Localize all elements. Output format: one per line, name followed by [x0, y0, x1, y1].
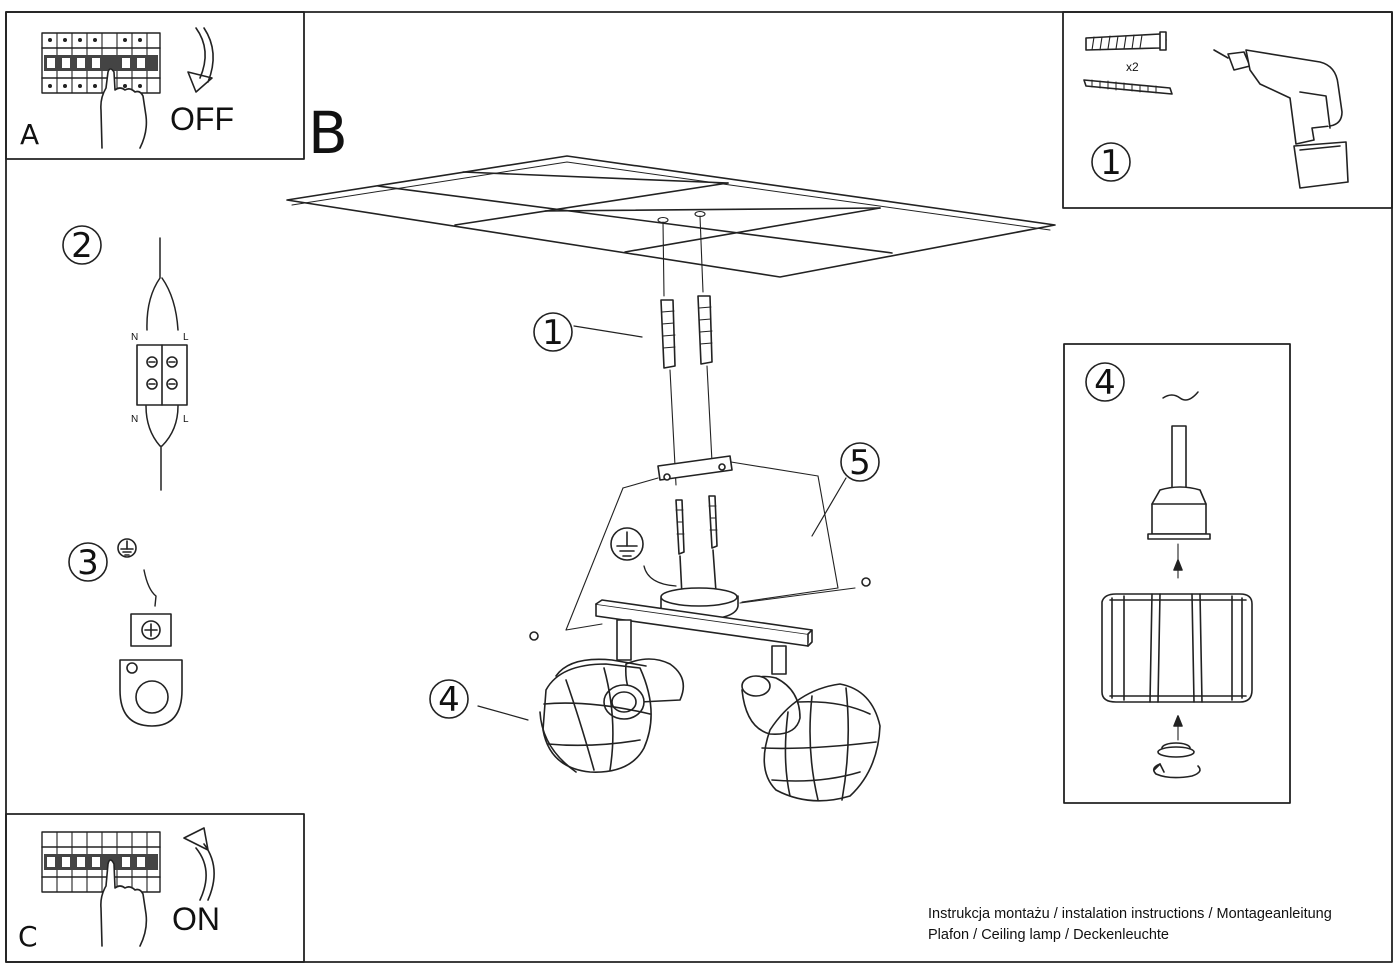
panel-c: C ON	[5, 813, 305, 963]
circuit-breaker-icon	[41, 32, 161, 94]
ceiling-panel	[286, 155, 1056, 278]
main-letter: B	[308, 99, 348, 167]
terminal-n-top: N	[131, 332, 138, 343]
panel-c-letter: C	[18, 920, 38, 953]
panel-a-letter: A	[20, 118, 39, 151]
connector-block-icon	[136, 344, 188, 406]
terminal-n-bottom: N	[131, 414, 138, 425]
step-3-grounding: 3	[68, 538, 183, 727]
screw-icon	[1083, 79, 1173, 95]
callout-5-number: 5	[849, 443, 871, 483]
drill-guides	[657, 210, 713, 486]
footer-caption: Instrukcja montażu / instalation instruc…	[928, 904, 1332, 946]
hand-icon	[100, 859, 148, 947]
step-2-wiring: 2 N L N L	[62, 225, 189, 491]
ground-symbol-icon	[610, 527, 677, 587]
lamp-bar	[529, 599, 813, 647]
callout-4-number: 4	[438, 680, 460, 720]
spotlight-left	[539, 619, 685, 773]
ground-symbol-icon	[117, 538, 137, 558]
lamp-socket	[1147, 486, 1211, 579]
callout-1: 1	[533, 312, 643, 353]
circuit-breaker-icon	[41, 831, 161, 893]
retaining-ring	[1152, 715, 1201, 779]
panel-a-action: OFF	[170, 101, 234, 137]
step-4-number: 4	[1094, 363, 1116, 403]
terminal-l-top: L	[183, 332, 189, 343]
callout-4: 4	[429, 679, 529, 721]
arrow-icon	[187, 27, 214, 93]
canopy-outline	[565, 461, 839, 631]
panel-shade: 4	[1063, 343, 1291, 804]
quantity-label: x2	[1126, 60, 1139, 74]
terminal-l-bottom: L	[183, 414, 189, 425]
wall-plug-icon	[660, 295, 713, 369]
hand-icon	[100, 68, 148, 149]
screw-icon	[675, 495, 718, 597]
cage-shade	[1101, 593, 1253, 703]
step-1-badge	[1091, 142, 1131, 182]
wall-plug-icon	[1085, 31, 1167, 51]
drill-icon	[1213, 49, 1349, 189]
panel-a: A OFF	[5, 11, 305, 160]
callout-1-number: 1	[542, 313, 564, 353]
panel-tools: x2 1	[1062, 11, 1393, 209]
mounting-bracket	[657, 455, 733, 481]
step-2-number: 2	[71, 226, 93, 266]
callout-5: 5	[811, 442, 880, 537]
spotlight-right	[741, 645, 881, 802]
arrow-icon	[183, 827, 215, 901]
panel-c-action: ON	[172, 901, 220, 937]
footer-line-2: Plafon / Ceiling lamp / Deckenleuchte	[928, 927, 1169, 943]
step-3-number: 3	[77, 543, 99, 583]
footer-line-1: Instrukcja montażu / instalation instruc…	[928, 906, 1332, 922]
step-1-number: 1	[1100, 143, 1122, 183]
page-frame	[5, 11, 1393, 963]
